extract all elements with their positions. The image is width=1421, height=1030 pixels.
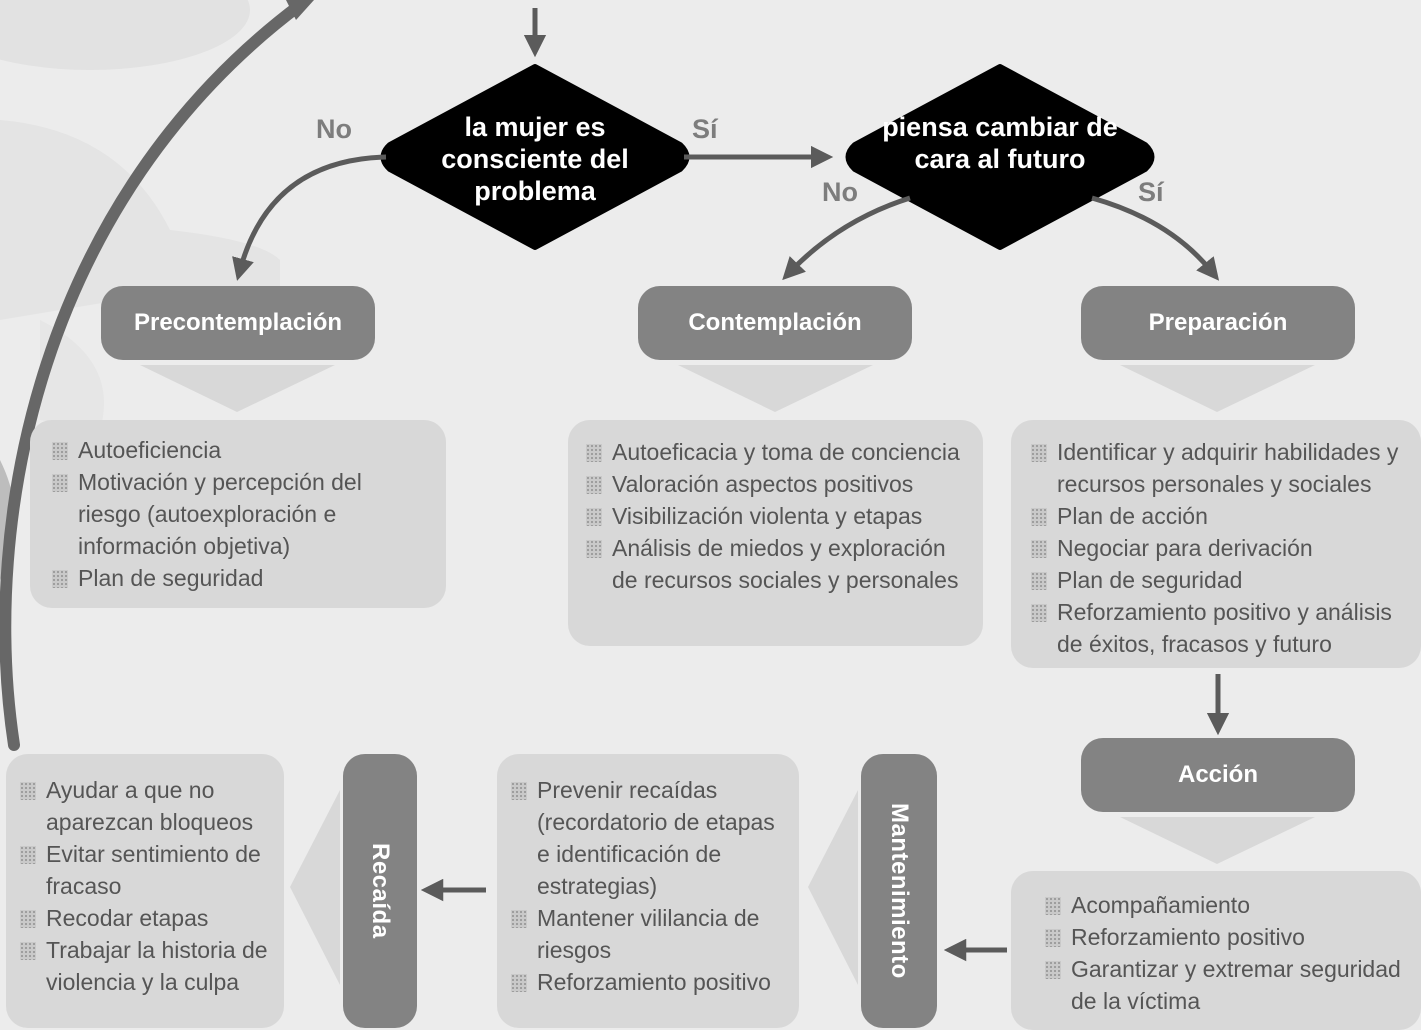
- return-curve-arrowhead: [286, 0, 314, 20]
- stage-contemplacion-label: Contemplación: [688, 309, 862, 336]
- decision-diamond-2: [845, 64, 1155, 250]
- list-item: Acompañamiento: [1043, 889, 1401, 921]
- arrow-no-2: [782, 195, 911, 281]
- stage-accion-label: Acción: [1177, 761, 1258, 788]
- decision-diamond-1: [380, 64, 690, 250]
- arrow-si-2: [1091, 195, 1220, 281]
- pointer-contemplacion: [678, 365, 873, 412]
- list-box-preparacion: Identificar y adquirir habilidades y rec…: [1011, 420, 1421, 668]
- list-item: Autoeficacia y toma de conciencia: [584, 436, 971, 468]
- list-box-mantenimiento: Prevenir recaídas (recordatorio de etapa…: [497, 754, 799, 1028]
- label-si-2: Sí: [1138, 177, 1164, 207]
- arrow-no-1: [232, 154, 387, 281]
- list-box-contemplacion: Autoeficacia y toma de conciencia Valora…: [568, 420, 983, 646]
- stage-precontemplacion: Precontemplación: [101, 286, 375, 360]
- list-item: Garantizar y extremar seguridad de la ví…: [1043, 953, 1401, 1017]
- list-item: Reforzamiento positivo: [1043, 921, 1401, 953]
- list-item: Plan de acción: [1029, 500, 1419, 532]
- list-item: Identificar y adquirir habilidades y rec…: [1029, 436, 1419, 500]
- pointer-accion: [1120, 817, 1315, 864]
- label-no-1: No: [316, 114, 352, 144]
- stage-mantenimiento: Mantenimiento: [861, 754, 937, 1028]
- list-item: Prevenir recaídas (recordatorio de etapa…: [509, 774, 785, 902]
- pointer-preparacion: [1120, 365, 1315, 412]
- list-item: Reforzamiento positivo: [509, 966, 785, 998]
- list-item: Motivación y percepción del riesgo (auto…: [50, 466, 426, 562]
- list-item: Recodar etapas: [18, 902, 278, 934]
- stage-contemplacion: Contemplación: [638, 286, 912, 360]
- list-box-precontemplacion: Autoeficiencia Motivación y percepción d…: [30, 420, 446, 608]
- list-item: Trabajar la historia de violencia y la c…: [18, 934, 278, 998]
- list-item: Plan de seguridad: [1029, 564, 1419, 596]
- list-item: Ayudar a que no aparezcan bloqueos: [18, 774, 278, 838]
- pointer-recaida: [290, 790, 340, 985]
- return-curve: [0, 0, 306, 751]
- stage-preparacion-label: Preparación: [1148, 309, 1288, 336]
- list-item: Evitar sentimiento de fracaso: [18, 838, 278, 902]
- list-item: Mantener vililancia de riesgos: [509, 902, 785, 966]
- stage-precontemplacion-label: Precontemplación: [133, 309, 343, 336]
- stage-recaida: Recaída: [343, 754, 417, 1028]
- pointer-precontemplacion: [140, 365, 335, 412]
- list-box-recaida: Ayudar a que no aparezcan bloqueos Evita…: [6, 754, 284, 1028]
- decision-text-1: la mujer es consciente del problema: [441, 112, 629, 206]
- label-si-1: Sí: [692, 114, 718, 144]
- stage-mantenimiento-label: Mantenimiento: [886, 803, 913, 979]
- list-item: Reforzamiento positivo y análisis de éxi…: [1029, 596, 1419, 660]
- list-box-accion: Acompañamiento Reforzamiento positivo Ga…: [1011, 871, 1421, 1030]
- list-item: Plan de seguridad: [50, 562, 426, 594]
- stage-preparacion: Preparación: [1081, 286, 1355, 360]
- list-item: Visibilización violenta y etapas: [584, 500, 971, 532]
- stage-recaida-label: Recaída: [367, 843, 394, 939]
- pointer-mantenimiento: [808, 790, 858, 985]
- decision-text-2: piensa cambiar de cara al futuro: [882, 112, 1118, 174]
- list-item: Análisis de miedos y exploración de recu…: [584, 532, 971, 596]
- list-item: Autoeficiencia: [50, 434, 426, 466]
- list-item: Negociar para derivación: [1029, 532, 1419, 564]
- stage-accion: Acción: [1081, 738, 1355, 812]
- list-item: Valoración aspectos positivos: [584, 468, 971, 500]
- label-no-2: No: [822, 177, 858, 207]
